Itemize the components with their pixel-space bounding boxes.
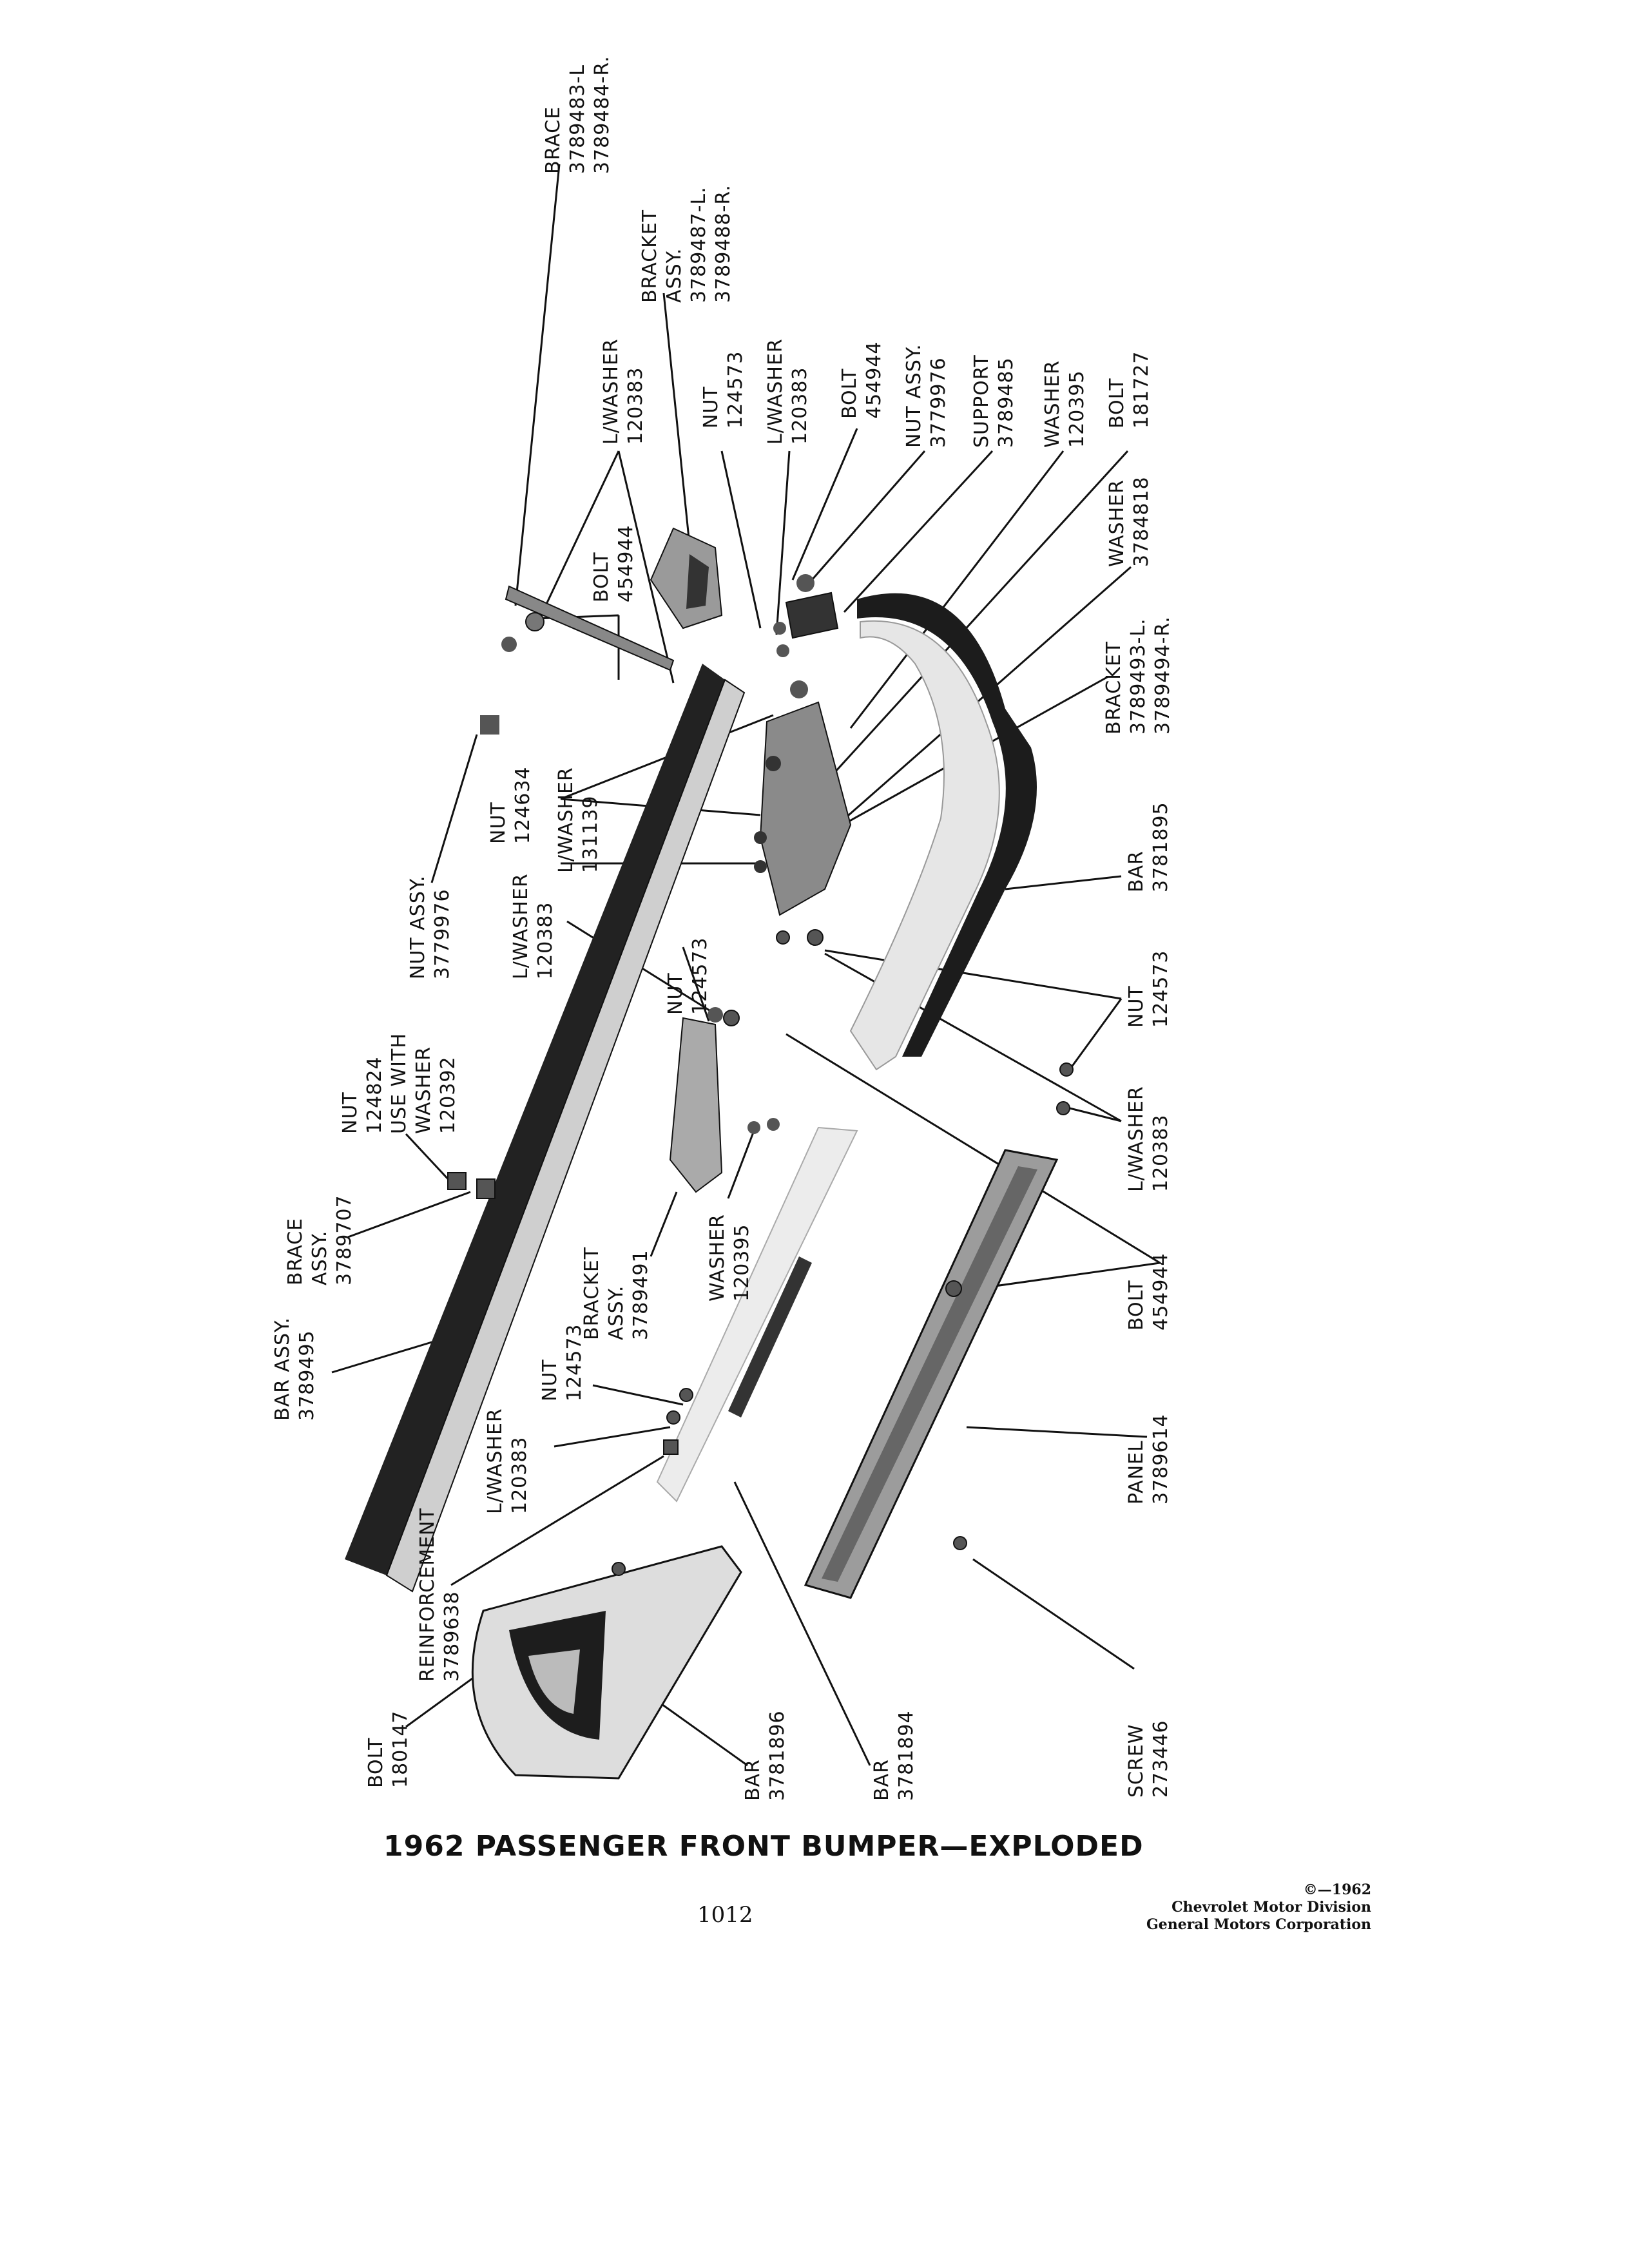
leader-lwasher-low [554, 1426, 671, 1448]
leader-bar-assy [331, 1339, 439, 1374]
leader-washer-top [849, 450, 1065, 729]
leader-support [843, 450, 994, 613]
leader-washer-low [727, 1130, 755, 1199]
label-nut-assy-top: NUT ASSY.3779976 [903, 343, 950, 448]
leader-bar-3781895 [1005, 875, 1122, 890]
leader-nut-top [720, 450, 762, 629]
bracket-3789493 [754, 680, 852, 916]
leader-bar-3781894 [733, 1481, 871, 1766]
leader-bar-3781896 [657, 1700, 748, 1767]
hardware [447, 929, 1074, 1576]
leader-bracket-3789491 [650, 1191, 678, 1257]
bar-3781896 [471, 1545, 742, 1780]
leader-nut-assy-left [430, 734, 478, 883]
support-3789485 [773, 574, 839, 657]
leader-brace-top [514, 164, 561, 606]
leader-brace-assy [347, 1191, 471, 1238]
bar-3781894 [656, 1126, 858, 1503]
brace-3789483 [480, 585, 675, 735]
leader-nut-mid [682, 947, 710, 1022]
label-nut-assy-left: NUT ASSY.3779976 [407, 875, 454, 979]
page-number: 1012 [697, 1902, 753, 1928]
leader-reinforcement [450, 1455, 664, 1586]
leader-nut-124824 [405, 1133, 452, 1184]
copyright-notice: ©—1962 Chevrolet Motor Division General … [1146, 1881, 1371, 1933]
leader-nut-assy-top [811, 450, 926, 581]
leader-lwasher-mid [566, 920, 722, 1019]
leader-nut-low [592, 1384, 684, 1406]
leader-screw [972, 1558, 1135, 1670]
page-title: 1962 PASSENGER FRONT BUMPER—EXPLODED [383, 1830, 1144, 1863]
leader-panel [966, 1426, 1148, 1438]
bracket-assy-3789487 [650, 527, 723, 629]
leader-nut-right [824, 949, 1123, 1070]
leader-lwasher-top2 [775, 450, 791, 635]
leader-bracket-assy-top [662, 293, 691, 545]
panel-3789614 [804, 1149, 1059, 1599]
bracket-assy-3789491 [669, 1007, 780, 1193]
bar-assembly-3789495 [345, 664, 746, 1593]
leader-lwasher-top1 [537, 450, 675, 684]
leader-bolt-top [791, 428, 858, 581]
bar-3781895 [849, 593, 1037, 1071]
label-bar-assy: BAR ASSY.3789495 [271, 1317, 318, 1421]
